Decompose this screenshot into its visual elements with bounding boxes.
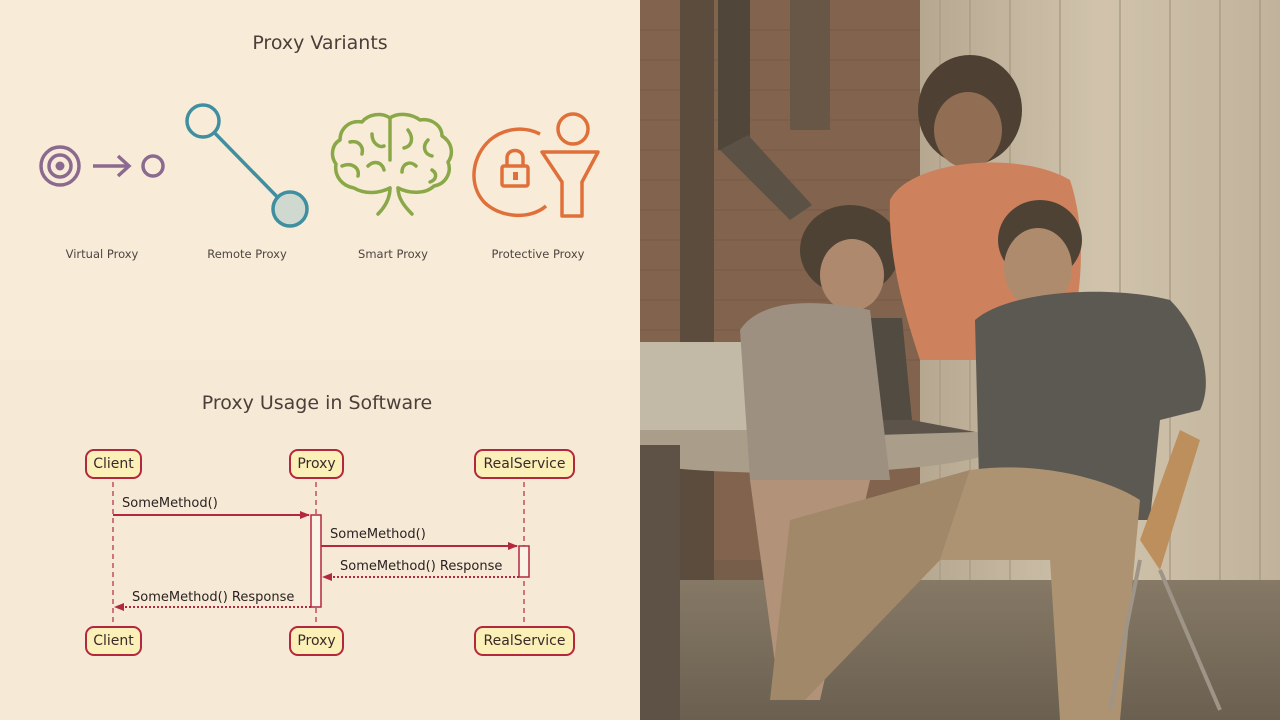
brain-icon — [330, 112, 454, 216]
lock-person-icon — [472, 112, 600, 218]
left-panel: Proxy Variants Virtual Proxy Remote Prox… — [0, 0, 640, 720]
remote-proxy-icon — [185, 103, 309, 228]
participant-client-bottom: Client — [85, 626, 142, 656]
proxy-variants-panel: Proxy Variants Virtual Proxy Remote Prox… — [0, 0, 640, 360]
remote-proxy-label: Remote Proxy — [207, 247, 287, 261]
team-photo-illustration — [640, 0, 1280, 720]
proxy-usage-panel: Proxy Usage in Software SomeMethod() Som… — [0, 360, 640, 720]
message-label-3: SomeMethod() Response — [340, 559, 503, 574]
message-label-2: SomeMethod() — [330, 527, 426, 542]
team-photo — [640, 0, 1280, 720]
realservice-activation — [518, 545, 530, 578]
participant-proxy-bottom: Proxy — [289, 626, 344, 656]
participant-proxy-top: Proxy — [289, 449, 344, 479]
variants-title: Proxy Variants — [252, 32, 388, 54]
smart-proxy-label: Smart Proxy — [358, 247, 428, 261]
usage-title: Proxy Usage in Software — [201, 392, 433, 414]
message-label-4: SomeMethod() Response — [132, 590, 295, 605]
virtual-proxy-label: Virtual Proxy — [65, 247, 139, 261]
sequence-diagram — [112, 482, 530, 625]
message-label-1: SomeMethod() — [122, 496, 218, 511]
protective-proxy-label: Protective Proxy — [491, 247, 585, 261]
participant-realservice-top: RealService — [474, 449, 575, 479]
proxy-activation — [310, 514, 322, 608]
virtual-proxy-icon — [39, 145, 165, 187]
participant-client-top: Client — [85, 449, 142, 479]
participant-realservice-bottom: RealService — [474, 626, 575, 656]
